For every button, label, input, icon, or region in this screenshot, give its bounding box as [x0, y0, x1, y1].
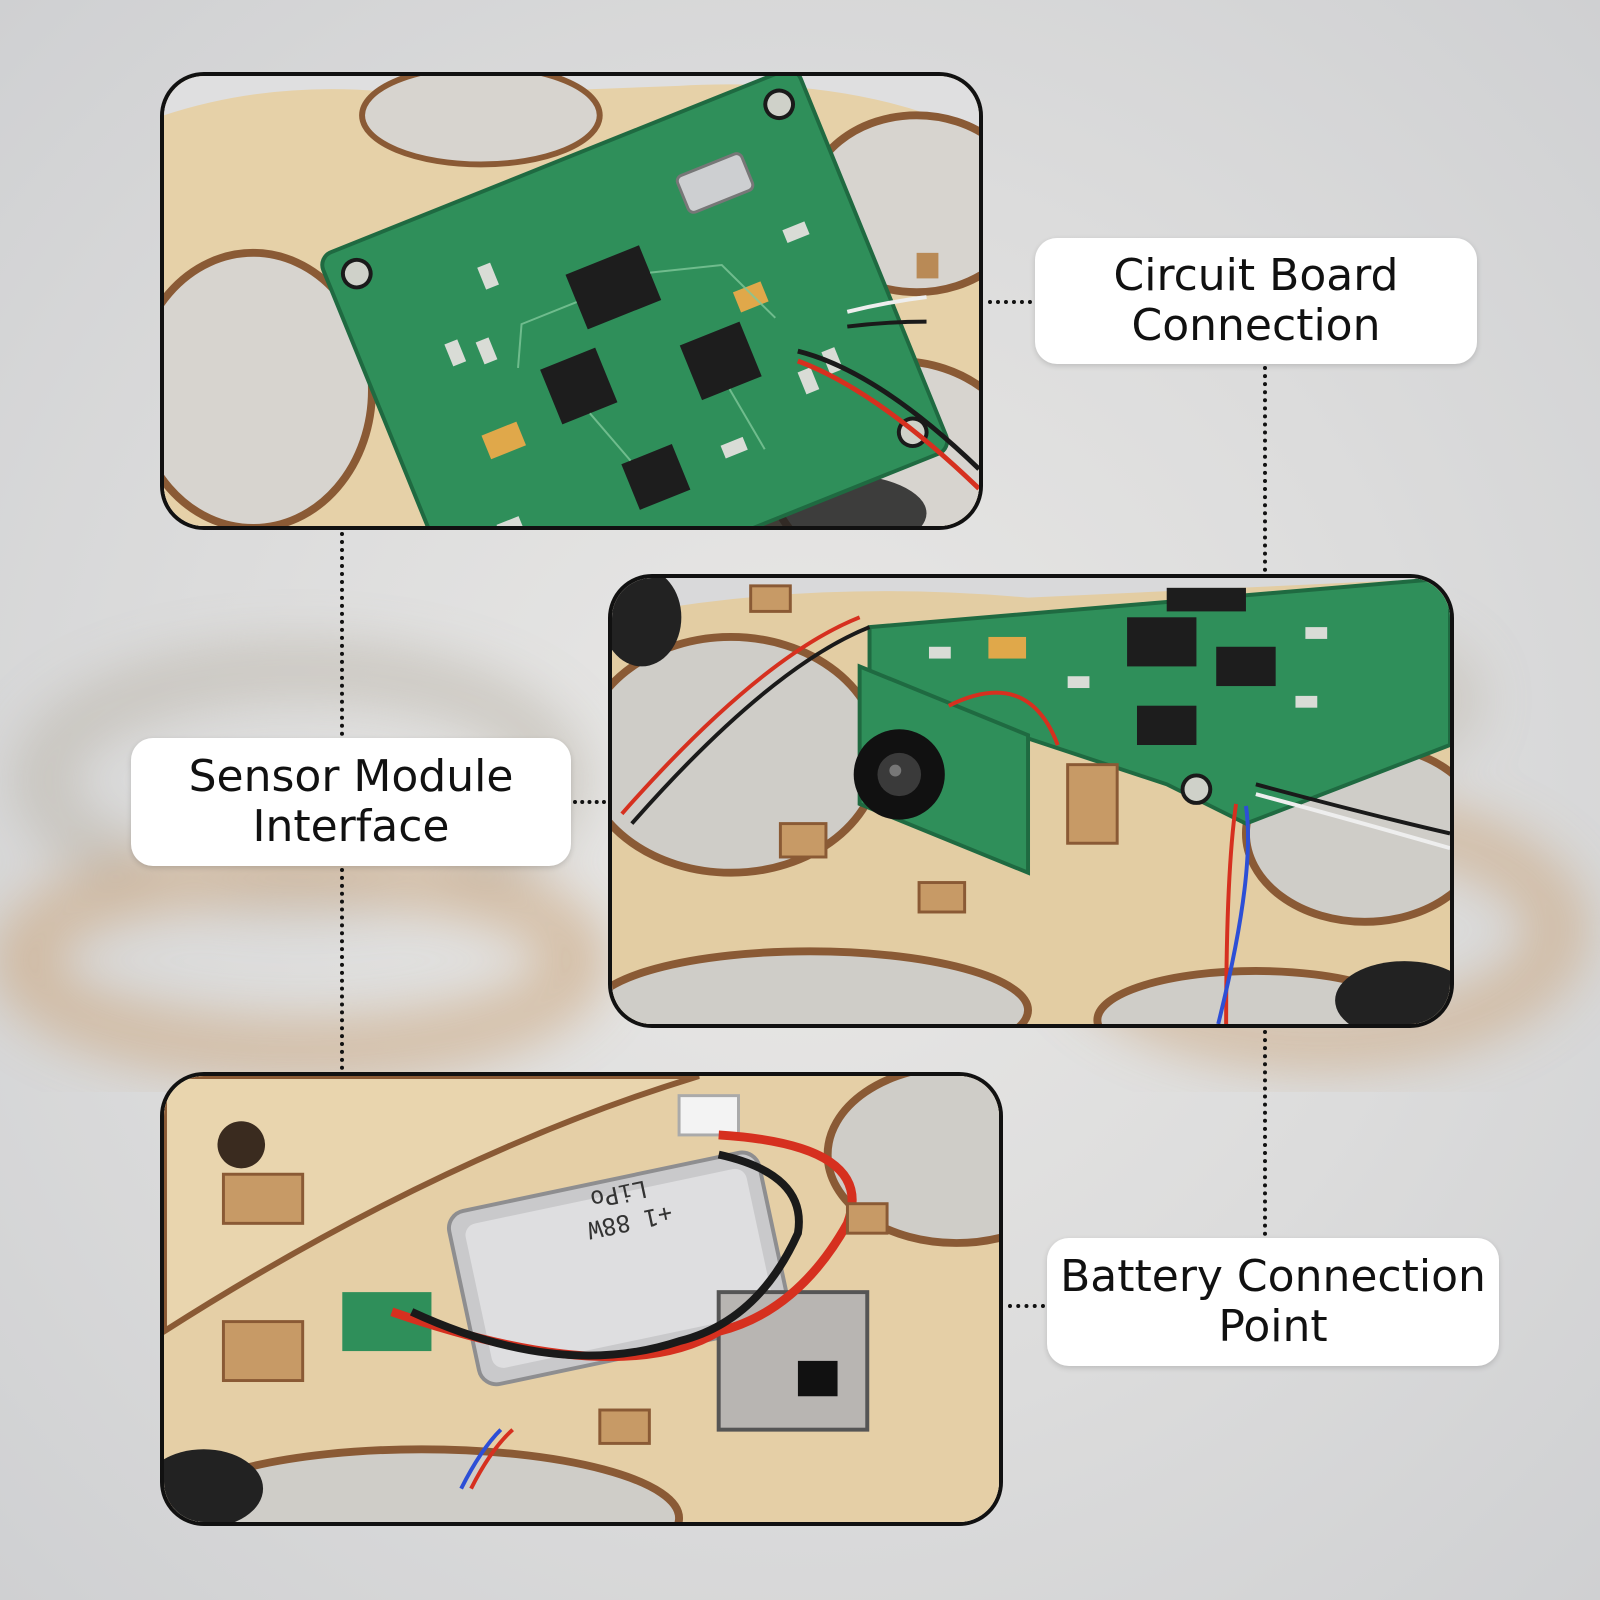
callout-sensor-line1: Sensor Module: [188, 751, 514, 802]
callout-circuit-line2: Connection: [1131, 300, 1381, 351]
connector-circuit-v: [1263, 366, 1267, 572]
connector-battery-v: [1263, 1030, 1267, 1236]
callout-battery-line1: Battery Connection: [1060, 1251, 1486, 1302]
connector-battery-h: [1008, 1304, 1045, 1308]
callout-sensor-module: Sensor Module Interface: [131, 738, 571, 866]
callout-circuit-line1: Circuit Board: [1113, 250, 1399, 301]
connector-sensor-down: [340, 868, 344, 1070]
connector-circuit-h: [988, 300, 1032, 304]
sensor-module-illustration: [612, 578, 1450, 1024]
photo-circuit-board: [160, 72, 983, 530]
connector-sensor-up: [340, 532, 344, 736]
callout-battery-connection: Battery Connection Point: [1047, 1238, 1499, 1366]
circuit-board-illustration: [164, 76, 979, 526]
callout-battery-line2: Point: [1218, 1301, 1328, 1352]
photo-sensor-module: [608, 574, 1454, 1028]
photo-battery-connection: +1 88W LiPo: [160, 1072, 1003, 1526]
connector-sensor-h: [573, 800, 606, 804]
callout-circuit-board: Circuit Board Connection: [1035, 238, 1477, 364]
battery-illustration: +1 88W LiPo: [164, 1076, 999, 1522]
callout-sensor-line2: Interface: [252, 801, 450, 852]
